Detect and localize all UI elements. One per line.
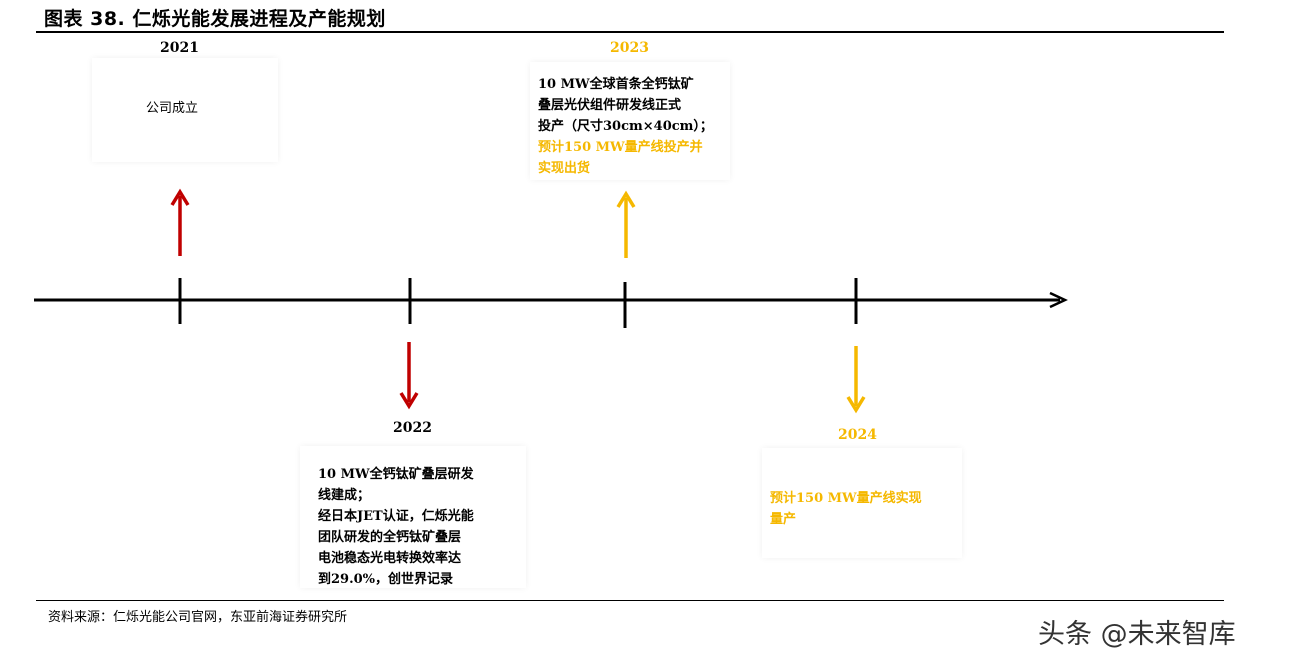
milestone-2021-description: 公司成立 (146, 98, 198, 119)
milestone-2023-description: 10 MW全球首条全钙钛矿 叠层光伏组件研发线正式 投产（尺寸30cm×40cm… (538, 74, 713, 179)
milestone-2022-line-2: 线建成； (318, 488, 371, 503)
milestone-2022-line-4: 团队研发的全钙钛矿叠层 (318, 530, 462, 545)
top-rule (36, 31, 1224, 33)
milestone-2022-line-6: 到29.0%，创世界记录 (318, 572, 454, 587)
milestone-2023-highlight-2: 实现出货 (538, 161, 591, 176)
milestone-2024-description: 预计150 MW量产线实现 量产 (770, 488, 922, 530)
milestone-2024-highlight-1: 预计150 MW量产线实现 (770, 491, 922, 506)
milestone-2024-highlight-2: 量产 (770, 512, 797, 527)
milestone-2023-card (530, 62, 730, 180)
milestone-2022-card (300, 446, 526, 588)
arrow-down-2022 (399, 342, 419, 410)
arrow-up-2023 (616, 190, 636, 258)
figure-title: 图表 38. 仁烁光能发展进程及产能规划 (44, 8, 386, 30)
milestone-2022-line-3: 经日本JET认证，仁烁光能 (318, 509, 474, 524)
milestone-2024-year: 2024 (838, 427, 877, 443)
milestone-2023-line-2: 叠层光伏组件研发线正式 (538, 98, 682, 113)
bottom-rule (36, 600, 1224, 601)
milestone-2023-line-1: 10 MW全球首条全钙钛矿 (538, 77, 694, 92)
milestone-2023-line-3: 投产（尺寸30cm×40cm）； (538, 119, 713, 134)
milestone-2023-year: 2023 (610, 40, 649, 56)
milestone-2022-year: 2022 (393, 420, 432, 436)
milestone-2024-card (762, 448, 962, 558)
milestone-2021-year: 2021 (160, 40, 199, 56)
milestone-2022-line-1: 10 MW全钙钛矿叠层研发 (318, 467, 474, 482)
milestone-2022-line-5: 电池稳态光电转换效率达 (318, 551, 462, 566)
source-note: 资料来源：仁烁光能公司官网，东亚前海证券研究所 (48, 610, 348, 625)
milestone-2021-line-1: 公司成立 (146, 101, 199, 116)
arrow-up-2021 (170, 188, 190, 256)
arrow-down-2024 (846, 346, 866, 414)
milestone-2021-card (92, 58, 278, 162)
milestone-2023-highlight-1: 预计150 MW量产线投产并 (538, 140, 703, 155)
watermark: 头条 @未来智库 (1038, 619, 1236, 650)
milestone-2022-description: 10 MW全钙钛矿叠层研发 线建成； 经日本JET认证，仁烁光能 团队研发的全钙… (318, 464, 474, 590)
timeline-arrowhead (1049, 291, 1068, 309)
